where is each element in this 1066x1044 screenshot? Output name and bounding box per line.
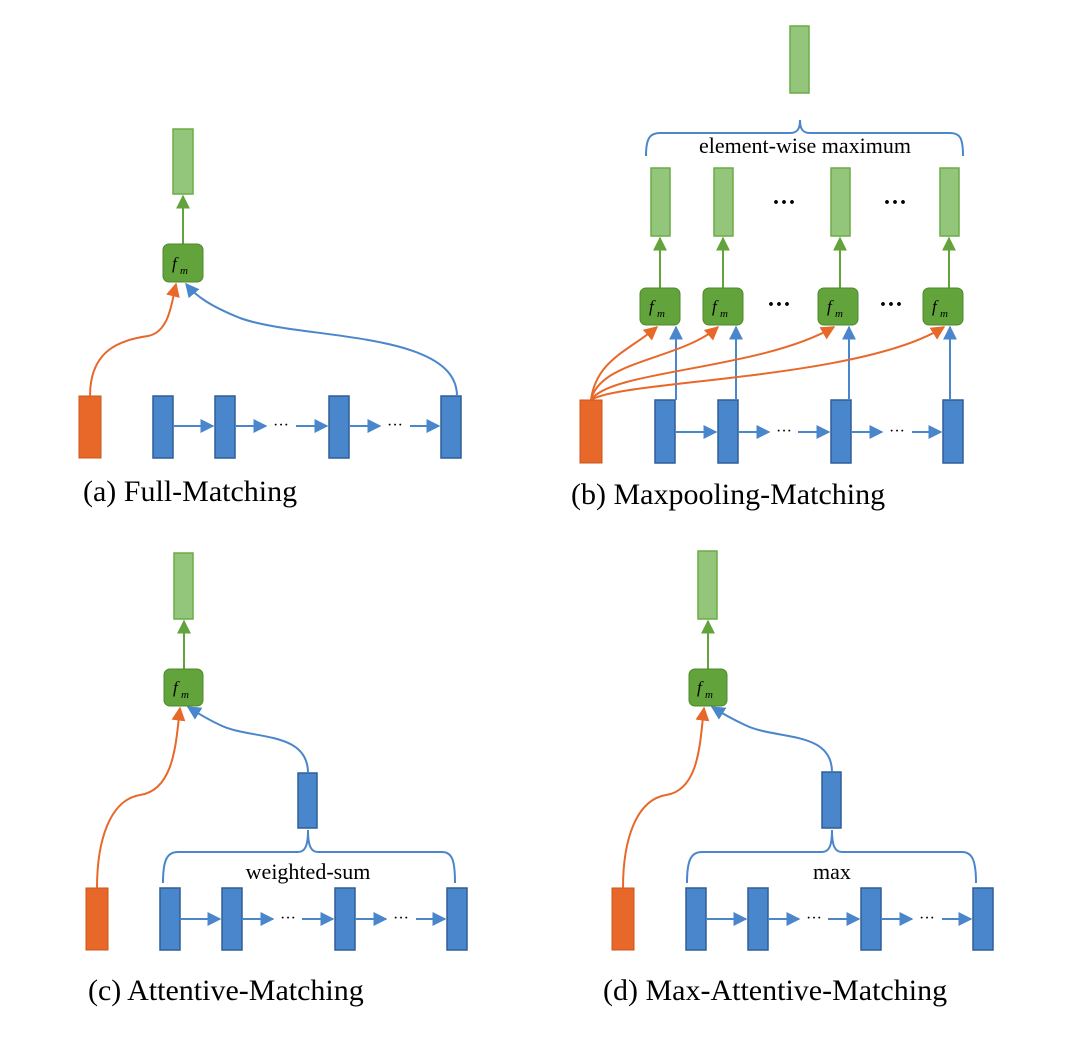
output-vector bbox=[650, 167, 671, 237]
svg-text:f: f bbox=[827, 297, 834, 316]
final-output-vector bbox=[789, 25, 810, 94]
blue-vector-2 bbox=[221, 887, 243, 951]
panel-a-full-matching: f m ··· ··· (a) Full-Matching bbox=[78, 128, 462, 508]
blue-vector-4 bbox=[972, 887, 994, 951]
orange-to-fm-arrow bbox=[96, 706, 186, 889]
blue-vector-1 bbox=[654, 399, 676, 464]
blue-vector-4 bbox=[440, 395, 462, 459]
orange-vector bbox=[611, 887, 635, 951]
svg-text:f: f bbox=[172, 254, 179, 273]
orange-vector bbox=[85, 887, 109, 951]
orange-to-fm-arrow bbox=[89, 282, 180, 397]
ellipsis: ··· bbox=[772, 190, 796, 216]
fm-node: f m bbox=[639, 287, 681, 326]
svg-text:m: m bbox=[181, 689, 189, 701]
svg-text:m: m bbox=[835, 308, 843, 320]
ellipsis: ··· bbox=[806, 910, 822, 927]
blue-vector-2 bbox=[747, 887, 769, 951]
panel-c-attentive-matching: f m weighted-sum ··· ··· (c) Attentive-M… bbox=[85, 552, 468, 1007]
weighted-vector bbox=[297, 772, 318, 829]
panel-d-max-attentive-matching: f m max ··· ··· (d) Max-Attentive-Matchi… bbox=[603, 550, 994, 1007]
ellipsis: ··· bbox=[919, 910, 935, 927]
blue-vector-2 bbox=[214, 395, 236, 459]
output-vector bbox=[173, 552, 194, 620]
svg-text:f: f bbox=[697, 678, 704, 697]
weighted-to-fm-arrow bbox=[186, 706, 309, 774]
blue-vector-1 bbox=[152, 395, 174, 459]
blue-vector-1 bbox=[685, 887, 707, 951]
panel-b-maxpooling-matching: element-wise maximum ··· ··· f m f m ···… bbox=[571, 25, 964, 511]
fm-node: f m bbox=[688, 668, 728, 707]
ellipsis: ··· bbox=[273, 417, 289, 434]
blue-vector-1 bbox=[159, 887, 181, 951]
ellipsis: ··· bbox=[883, 190, 907, 216]
blue-vector-4 bbox=[942, 399, 964, 464]
brace bbox=[686, 829, 977, 884]
orange-to-fm-arrow bbox=[622, 706, 710, 889]
brace-label: weighted-sum bbox=[246, 859, 371, 884]
orange-to-fm-arrow bbox=[590, 326, 720, 401]
svg-text:m: m bbox=[720, 308, 728, 320]
caption-b: (b) Maxpooling-Matching bbox=[571, 478, 885, 511]
max-to-fm-arrow bbox=[710, 706, 833, 773]
orange-vector bbox=[579, 399, 603, 464]
orange-vector bbox=[78, 395, 102, 459]
brace bbox=[162, 829, 456, 884]
fm-node: f m bbox=[702, 287, 744, 326]
brace-label: max bbox=[813, 859, 851, 884]
orange-to-fm-arrow bbox=[590, 326, 836, 401]
brace bbox=[645, 119, 964, 157]
fm-node: f m bbox=[922, 287, 964, 326]
caption-d: (d) Max-Attentive-Matching bbox=[603, 974, 947, 1007]
ellipsis: ··· bbox=[393, 910, 409, 927]
output-vector bbox=[713, 167, 734, 237]
fm-node: f m bbox=[162, 243, 204, 283]
ellipsis: ··· bbox=[767, 292, 791, 318]
fm-node: f m bbox=[163, 668, 204, 707]
blue-vector-3 bbox=[328, 395, 350, 459]
caption-c: (c) Attentive-Matching bbox=[88, 974, 364, 1007]
blue-vector-3 bbox=[334, 887, 356, 951]
ellipsis: ··· bbox=[889, 423, 905, 440]
blue-vector-2 bbox=[717, 399, 739, 464]
caption-a: (a) Full-Matching bbox=[83, 475, 297, 508]
svg-text:m: m bbox=[180, 265, 188, 277]
output-vector bbox=[172, 128, 194, 195]
blue-vector-4 bbox=[446, 887, 468, 951]
output-vector bbox=[939, 167, 960, 237]
orange-to-fm-arrow bbox=[590, 326, 659, 401]
svg-text:f: f bbox=[932, 297, 939, 316]
svg-text:f: f bbox=[712, 297, 719, 316]
svg-text:m: m bbox=[705, 689, 713, 701]
svg-text:m: m bbox=[657, 308, 665, 320]
svg-text:f: f bbox=[649, 297, 656, 316]
blue-vector-3 bbox=[860, 887, 882, 951]
ellipsis: ··· bbox=[776, 423, 792, 440]
ellipsis: ··· bbox=[879, 292, 903, 318]
last-to-fm-arrow bbox=[185, 282, 458, 397]
svg-text:f: f bbox=[173, 678, 180, 697]
fm-node: f m bbox=[817, 287, 859, 326]
output-vector bbox=[697, 550, 718, 620]
max-vector bbox=[821, 771, 842, 829]
ellipsis: ··· bbox=[387, 417, 403, 434]
ellipsis: ··· bbox=[280, 910, 296, 927]
blue-vector-3 bbox=[830, 399, 852, 464]
svg-text:m: m bbox=[940, 308, 948, 320]
brace-label: element-wise maximum bbox=[699, 133, 911, 158]
output-vector bbox=[830, 167, 851, 237]
orange-to-fm-arrow bbox=[590, 326, 946, 401]
